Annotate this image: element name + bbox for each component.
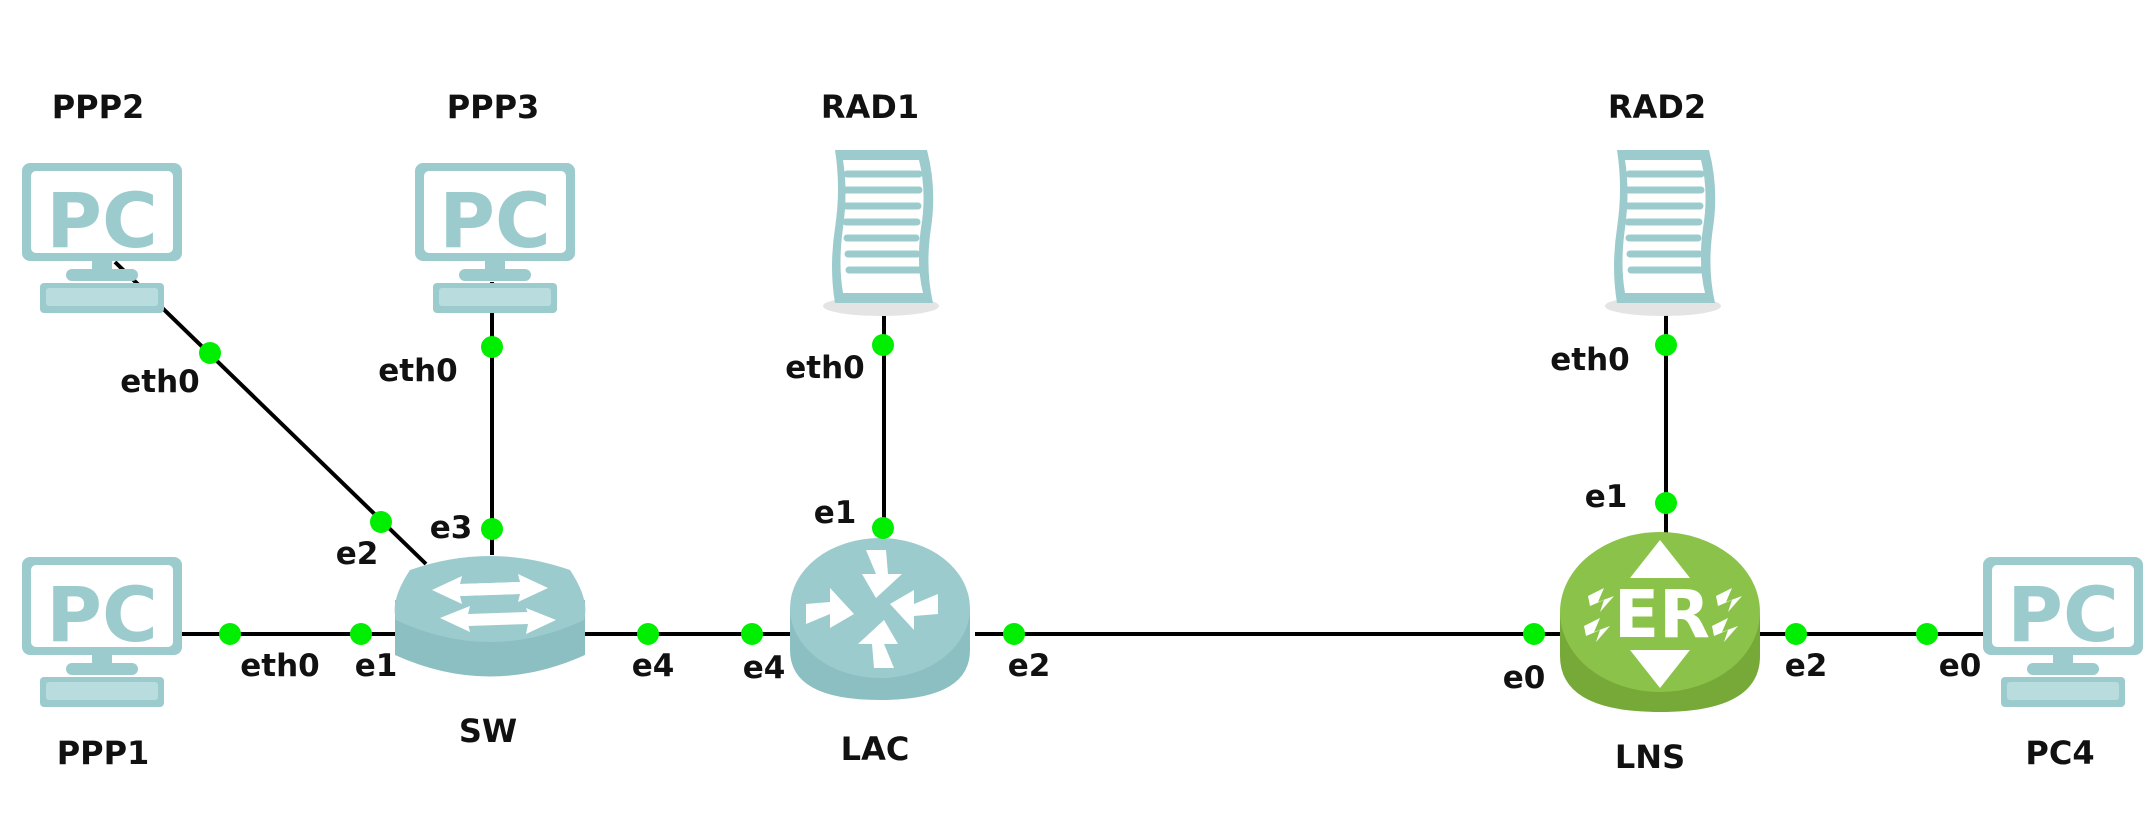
router-top — [1560, 532, 1760, 692]
node-label-ppp2: PPP2 — [52, 88, 145, 126]
pc-icon-label: PC — [439, 176, 550, 265]
down-arrow-icon — [1630, 650, 1690, 688]
device-ppp1[interactable]: PC — [22, 557, 182, 707]
port-dot[interactable] — [741, 623, 763, 645]
switch-arrows-icon — [432, 574, 556, 634]
device-ppp2[interactable]: PC — [22, 163, 182, 313]
port-label-lac-e4: e4 — [743, 650, 786, 686]
node-label-ppp1: PPP1 — [57, 734, 150, 772]
port-label-rad2-eth0: eth0 — [1550, 342, 1629, 378]
port-label-sw-e2: e2 — [336, 536, 379, 572]
port-label-lns-e0: e0 — [1503, 660, 1546, 696]
pc-icon-label: PC — [46, 176, 157, 265]
port-dots — [199, 334, 1938, 645]
port-label-ppp3-eth0: eth0 — [378, 353, 457, 389]
device-pc4[interactable]: PC — [1983, 557, 2143, 707]
port-dot[interactable] — [637, 623, 659, 645]
device-sw[interactable] — [394, 556, 586, 677]
port-label-ppp2-eth0: eth0 — [120, 364, 199, 400]
device-rad2[interactable] — [1605, 150, 1721, 316]
node-label-lns: LNS — [1615, 738, 1685, 776]
switch-top — [394, 556, 586, 642]
port-label-lac-e1: e1 — [814, 495, 857, 531]
router-arrows-icon — [806, 550, 938, 668]
port-label-sw-e4: e4 — [632, 648, 675, 684]
port-dot[interactable] — [219, 623, 241, 645]
node-label-rad1: RAD1 — [821, 88, 919, 126]
port-dot[interactable] — [1655, 334, 1677, 356]
port-dot[interactable] — [1523, 623, 1545, 645]
node-labels: PPP2 PPP3 RAD1 RAD2 PPP1 SW LAC LNS PC4 — [52, 88, 2095, 776]
port-label-pc4-e0: e0 — [1939, 648, 1982, 684]
device-ppp3[interactable]: PC — [415, 163, 575, 313]
port-label-lns-e2: e2 — [1785, 648, 1828, 684]
port-dot[interactable] — [1916, 623, 1938, 645]
pc-icon-label: PC — [2007, 570, 2118, 659]
bolt-icons — [1584, 588, 1742, 642]
port-dot[interactable] — [370, 511, 392, 533]
port-label-rad1-eth0: eth0 — [785, 350, 864, 386]
port-dot[interactable] — [199, 342, 221, 364]
node-label-lac: LAC — [841, 730, 910, 768]
port-dot[interactable] — [872, 334, 894, 356]
port-label-ppp1-eth0: eth0 — [240, 648, 319, 684]
router-top — [790, 538, 970, 678]
port-label-lac-e2: e2 — [1008, 648, 1051, 684]
port-dot[interactable] — [1003, 623, 1025, 645]
node-label-ppp3: PPP3 — [447, 88, 540, 126]
node-label-pc4: PC4 — [2025, 734, 2094, 772]
pc-icon-label: PC — [46, 570, 157, 659]
port-dot[interactable] — [481, 518, 503, 540]
port-dot[interactable] — [481, 336, 503, 358]
device-lns[interactable]: ER — [1560, 532, 1760, 712]
port-label-lns-e1: e1 — [1585, 479, 1628, 515]
device-rad1[interactable] — [823, 150, 939, 316]
port-label-sw-e3: e3 — [430, 510, 473, 546]
port-dot[interactable] — [1785, 623, 1807, 645]
port-labels: eth0 eth0 eth0 eth0 e2 e3 e1 e1 eth0 e1 … — [120, 342, 1981, 696]
er-icon-label: ER — [1614, 576, 1710, 653]
port-dot[interactable] — [1655, 492, 1677, 514]
node-label-sw: SW — [459, 712, 517, 750]
device-lac[interactable] — [790, 538, 970, 700]
node-label-rad2: RAD2 — [1608, 88, 1706, 126]
port-dot[interactable] — [350, 623, 372, 645]
port-dot[interactable] — [872, 517, 894, 539]
up-arrow-icon — [1630, 540, 1690, 578]
port-label-sw-e1: e1 — [355, 648, 398, 684]
